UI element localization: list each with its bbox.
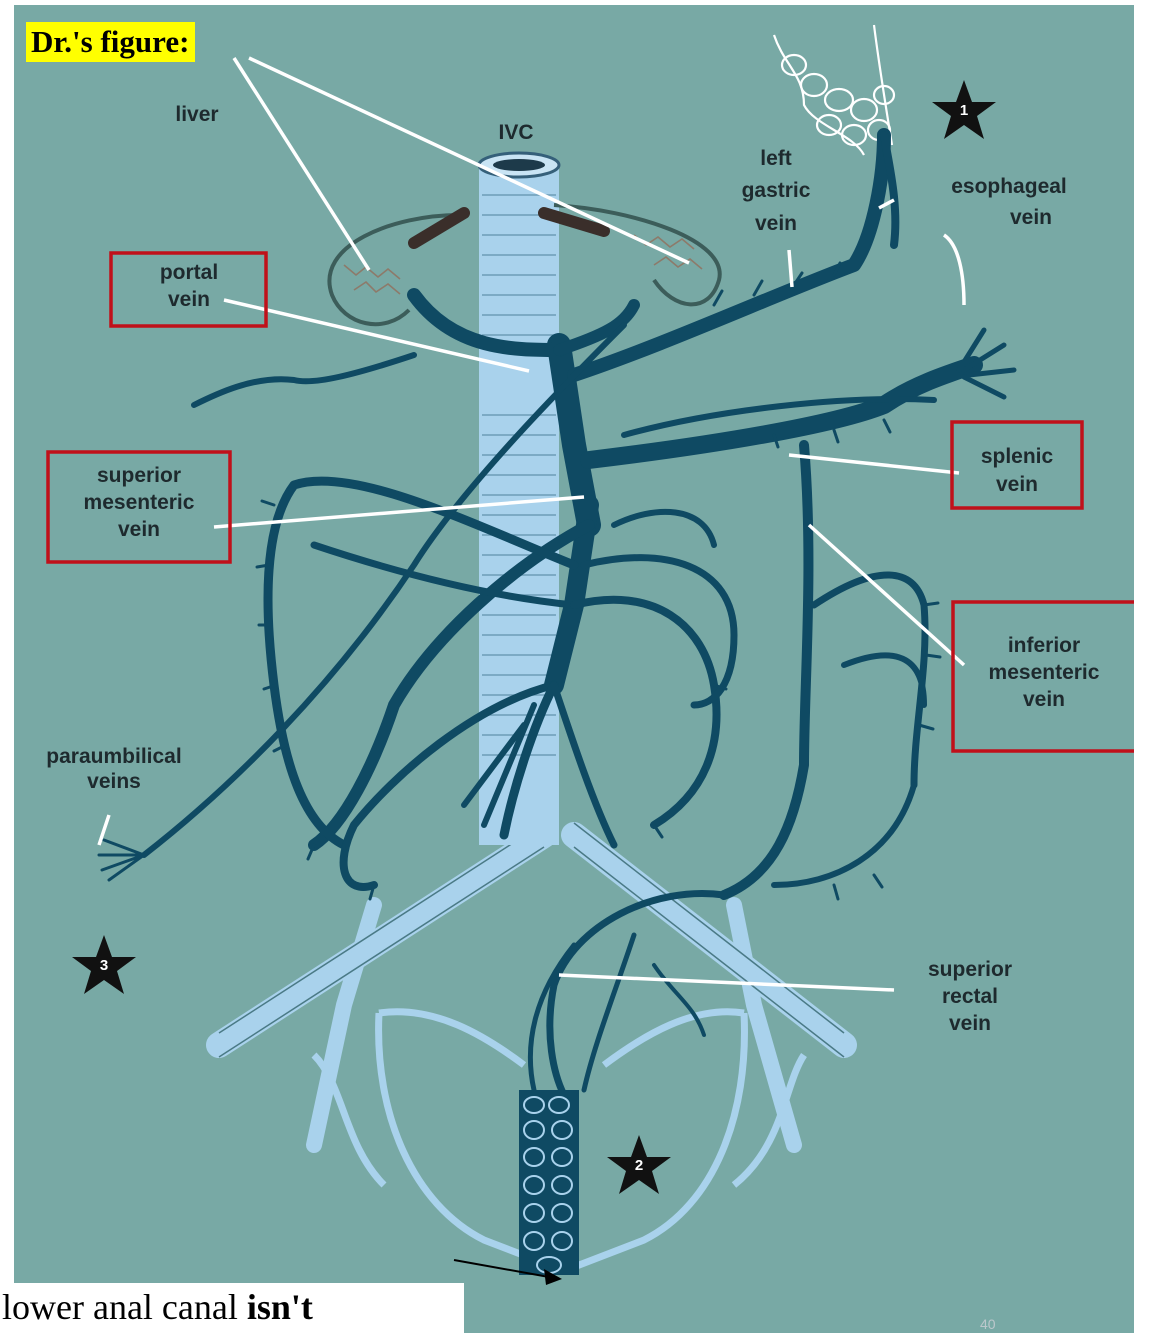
svg-text:paraumbilical: paraumbilical bbox=[46, 745, 181, 768]
svg-text:mesenteric: mesenteric bbox=[84, 491, 195, 514]
svg-text:vein: vein bbox=[1023, 688, 1065, 711]
svg-text:vein: vein bbox=[118, 518, 160, 541]
label-ivc: IVC bbox=[498, 121, 533, 144]
svg-text:2: 2 bbox=[635, 1157, 643, 1174]
svg-text:3: 3 bbox=[100, 957, 108, 974]
svg-text:esophageal: esophageal bbox=[951, 175, 1067, 198]
svg-text:vein: vein bbox=[996, 473, 1038, 496]
svg-text:splenic: splenic bbox=[981, 445, 1054, 468]
svg-text:mesenteric: mesenteric bbox=[989, 661, 1100, 684]
svg-text:vein: vein bbox=[168, 288, 210, 311]
caption-text: lower anal canal isn't bbox=[0, 1283, 464, 1333]
portal-circulation-figure: 1 2 3 liver IVC left gastric vein esopha… bbox=[14, 5, 1134, 1333]
svg-text:vein: vein bbox=[755, 212, 797, 235]
page-number: 40 bbox=[980, 1316, 996, 1332]
svg-text:vein: vein bbox=[949, 1012, 991, 1035]
caption-normal: lower anal canal bbox=[2, 1287, 247, 1327]
svg-text:superior: superior bbox=[97, 464, 181, 487]
svg-text:portal: portal bbox=[160, 261, 218, 284]
svg-text:superior: superior bbox=[928, 958, 1012, 981]
svg-text:vein: vein bbox=[1010, 206, 1052, 229]
svg-text:left: left bbox=[760, 147, 792, 170]
caption-bold: isn't bbox=[247, 1287, 313, 1327]
svg-text:rectal: rectal bbox=[942, 985, 998, 1008]
figure-badge: Dr.'s figure: bbox=[26, 22, 195, 62]
svg-text:gastric: gastric bbox=[742, 179, 811, 202]
svg-text:inferior: inferior bbox=[1008, 634, 1080, 657]
anal-plexus bbox=[519, 1090, 579, 1275]
svg-text:1: 1 bbox=[960, 102, 968, 119]
svg-text:veins: veins bbox=[87, 770, 141, 793]
label-liver: liver bbox=[175, 103, 218, 126]
